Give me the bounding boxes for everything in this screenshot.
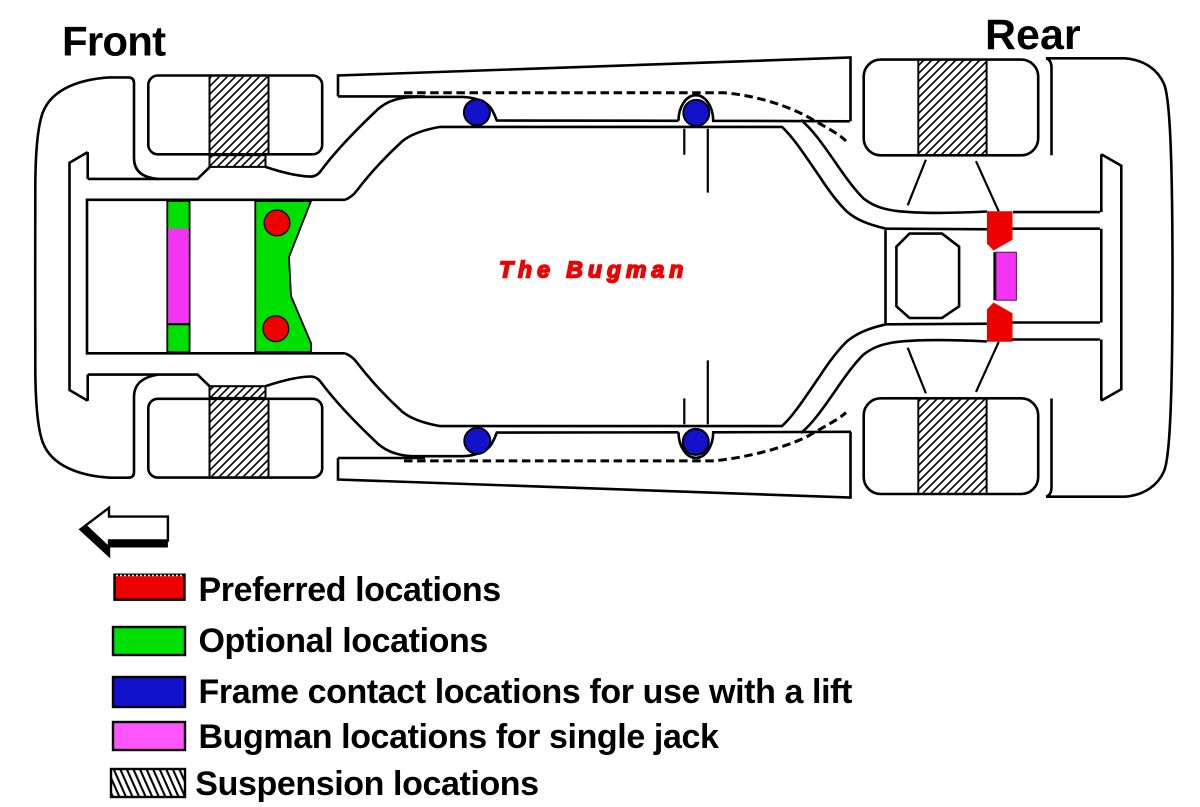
svg-text:Suspension locations: Suspension locations [195,765,538,803]
svg-text:The Bugman: The Bugman [499,256,688,282]
svg-text:Optional locations: Optional locations [199,622,488,660]
svg-text:Front: Front [62,18,166,65]
svg-text:Bugman locations for single ja: Bugman locations for single jack [199,718,719,756]
svg-text:Frame contact locations for us: Frame contact locations for use with a l… [199,673,853,711]
svg-text:Preferred locations: Preferred locations [199,571,501,609]
svg-text:Rear: Rear [985,11,1081,59]
